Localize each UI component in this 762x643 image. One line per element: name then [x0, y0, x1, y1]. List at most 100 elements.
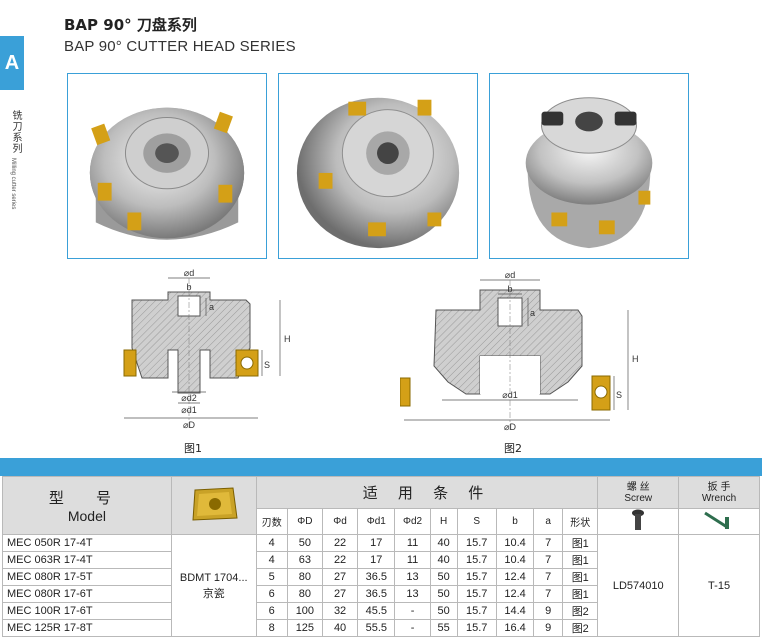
- col-header: 刃数: [255, 508, 288, 535]
- table-cell: 22: [321, 534, 359, 552]
- figure-2-drawing: ⌀d b a H S ⌀d1 ⌀D: [399, 270, 640, 436]
- figure-1-label: 图1: [184, 442, 202, 455]
- insert-brand: 京瓷: [202, 587, 225, 600]
- insert-code: BDMT 1704...: [179, 571, 248, 584]
- screw-icon-cell: [597, 508, 680, 535]
- col-header: Φd2: [394, 508, 431, 535]
- table-cell: 32: [321, 602, 359, 620]
- table-cell: 55: [429, 619, 458, 637]
- model-header-cn: 型 号: [48, 490, 125, 507]
- cutter-head-top-image: [525, 97, 653, 249]
- section-label-en: Milling cutter series: [10, 158, 16, 210]
- wrench-value: T-15: [678, 534, 760, 637]
- table-cell: 63: [286, 551, 323, 569]
- model-cell: MEC 050R 17-4T: [2, 534, 172, 552]
- table-cell: 5: [255, 568, 288, 586]
- table-cell: 图2: [562, 619, 599, 637]
- fig2-dim-d1: ⌀d1: [502, 390, 517, 400]
- fig2-dim-b: b: [507, 284, 512, 294]
- fig2-dim-h: H: [632, 354, 639, 364]
- table-cell: 100: [286, 602, 323, 620]
- screw-header-en: Screw: [624, 492, 653, 504]
- table-cell: 7: [533, 585, 564, 603]
- wrench-icon-cell: [678, 508, 760, 535]
- table-cell: 10.4: [495, 551, 535, 569]
- table-cell: 40: [321, 619, 359, 637]
- table-cell: 36.5: [357, 568, 396, 586]
- table-cell: -: [394, 619, 431, 637]
- figure-1-drawing: ⌀d b a H S ⌀d2 ⌀d1 ⌀D: [110, 268, 300, 436]
- table-cell: 40: [429, 534, 458, 552]
- table-cell: 7: [533, 551, 564, 569]
- table-cell: 9: [533, 619, 564, 637]
- table-row: MEC 050R 17-4T BDMT 1704... 京瓷 4 50 22 1…: [2, 534, 760, 637]
- col-header: H: [429, 508, 458, 535]
- table-cell: 80: [286, 568, 323, 586]
- table-cell: 40: [429, 551, 458, 569]
- table-cell: 图1: [562, 534, 599, 552]
- cutter-head-angled-image: [296, 97, 460, 249]
- cutter-head-angled-photo: [278, 73, 478, 259]
- table-cell: 10.4: [495, 534, 535, 552]
- table-cell: 12.4: [495, 568, 535, 586]
- table-cell: 12.4: [495, 585, 535, 603]
- table-cell: 13: [394, 568, 431, 586]
- fig1-dim-a: a: [209, 302, 214, 312]
- screw-header-cn: 螺 丝: [626, 481, 650, 493]
- table-cell: -: [394, 602, 431, 620]
- screw-value: LD574010: [597, 534, 680, 637]
- col-header: Φd: [321, 508, 359, 535]
- table-cell: 17: [357, 551, 396, 569]
- table-cell: 9: [533, 602, 564, 620]
- table-cell: 36.5: [357, 585, 396, 603]
- table-cell: 4: [255, 534, 288, 552]
- insert-icon: [192, 487, 238, 521]
- table-cell: 图1: [562, 551, 599, 569]
- table-cell: 80: [286, 585, 323, 603]
- col-header: 形状: [562, 508, 599, 535]
- table-cell: 17: [357, 534, 396, 552]
- table-cell: 11: [394, 551, 431, 569]
- fig1-dim-d2: ⌀d2: [181, 393, 196, 403]
- table-cell: 50: [429, 568, 458, 586]
- table-cell: 55.5: [357, 619, 396, 637]
- model-cell: MEC 080R 17-6T: [2, 585, 172, 603]
- table-cell: 15.7: [456, 602, 497, 620]
- table-cell: 27: [321, 568, 359, 586]
- fig2-dim-a: a: [530, 308, 535, 318]
- table-cell: 6: [255, 602, 288, 620]
- page-title-en: BAP 90° CUTTER HEAD SERIES: [64, 38, 296, 55]
- screw-header: 螺 丝 Screw: [597, 476, 680, 509]
- model-cell: MEC 063R 17-4T: [2, 551, 172, 569]
- insert-header: [170, 476, 257, 535]
- section-tab-letter: A: [4, 51, 20, 74]
- fig2-dim-D: ⌀D: [504, 422, 516, 432]
- table-cell: 45.5: [357, 602, 396, 620]
- fig1-dim-b: b: [186, 282, 191, 292]
- wrench-header-en: Wrench: [701, 492, 737, 504]
- table-cell: 6: [255, 585, 288, 603]
- table-cell: 14.4: [495, 602, 535, 620]
- wrench-icon: [704, 511, 730, 529]
- table-cell: 图1: [562, 568, 599, 586]
- cutter-head-top-photo: [489, 73, 689, 259]
- page-title-cn: BAP 90° 刀盘系列: [64, 16, 197, 34]
- cutter-head-front-image: [89, 107, 245, 240]
- fig2-dim-d: ⌀d: [505, 270, 515, 280]
- table-cell: 图1: [562, 585, 599, 603]
- model-header: 型 号 Model: [2, 476, 172, 535]
- table-cell: 125: [286, 619, 323, 637]
- fig1-dim-h: H: [284, 334, 291, 344]
- table-cell: 图2: [562, 602, 599, 620]
- cutter-head-front-photo: [67, 73, 267, 259]
- spec-table: 型 号 Model 适 用 条 件 螺 丝 Screw 扳 手 Wrench 刃…: [2, 476, 760, 637]
- table-cell: 22: [321, 551, 359, 569]
- fig2-dim-s: S: [616, 390, 622, 400]
- figure-2-label: 图2: [504, 442, 522, 455]
- col-header: a: [533, 508, 564, 535]
- table-cell: 4: [255, 551, 288, 569]
- table-cell: 8: [255, 619, 288, 637]
- table-header-band: [0, 458, 762, 476]
- fig1-dim-D: ⌀D: [183, 420, 195, 430]
- conditions-header: 适 用 条 件: [255, 476, 599, 509]
